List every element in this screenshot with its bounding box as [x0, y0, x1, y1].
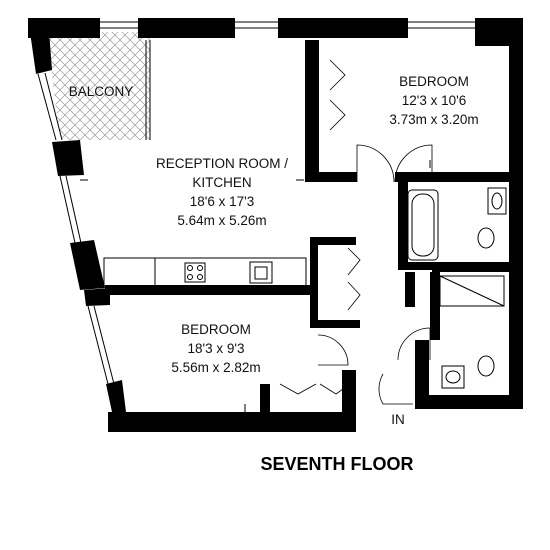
bedroom-upper-name: BEDROOM	[399, 74, 469, 89]
upper-bathroom-fixtures	[407, 187, 507, 261]
shower-icon	[439, 275, 505, 307]
dimension-markers	[80, 160, 431, 412]
reception-size-metric: 5.64m x 5.26m	[177, 213, 266, 228]
entrance-label: IN	[391, 412, 405, 427]
reception-name-line2: KITCHEN	[192, 175, 251, 190]
interior-walls	[105, 172, 523, 414]
balcony-label: BALCONY	[69, 84, 134, 99]
reception-size-imperial: 18'6 x 17'3	[190, 194, 254, 209]
door-swings	[279, 59, 433, 405]
balcony-area	[48, 32, 151, 140]
lower-bathroom-fixtures	[439, 275, 505, 389]
toilet-icon-2	[477, 355, 495, 377]
kitchen-counter	[103, 257, 307, 287]
bathtub-icon	[407, 189, 439, 261]
toilet-icon	[477, 227, 495, 249]
bedroom-lower-size-imperial: 18'3 x 9'3	[188, 341, 245, 356]
exterior-walls	[28, 18, 523, 432]
reception-name-line1: RECEPTION ROOM /	[156, 156, 288, 171]
bedroom-upper-size-imperial: 12'3 x 10'6	[402, 93, 466, 108]
left-windows	[37, 21, 475, 385]
bedroom-lower-name: BEDROOM	[181, 322, 251, 337]
hob-icon	[184, 262, 206, 283]
bedroom-upper-size-metric: 3.73m x 3.20m	[389, 112, 478, 127]
basin-icon-2	[441, 365, 465, 389]
kitchen-sink-icon	[249, 261, 273, 284]
basin-icon	[487, 187, 507, 215]
bedroom-lower-size-metric: 5.56m x 2.82m	[171, 360, 260, 375]
floor-title: SEVENTH FLOOR	[260, 454, 413, 474]
